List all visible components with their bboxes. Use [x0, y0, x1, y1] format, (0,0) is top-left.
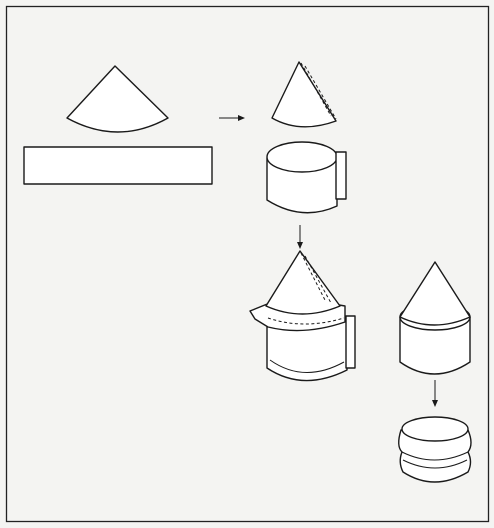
rolled-cylinder [266, 141, 347, 214]
diagram-frame [5, 5, 490, 523]
assembled-model [249, 250, 356, 382]
squashed-cylinder [398, 416, 472, 483]
finished-model [399, 261, 471, 375]
rolled-cone [271, 61, 337, 128]
flat-strip [23, 146, 213, 185]
flat-sector [66, 65, 169, 133]
